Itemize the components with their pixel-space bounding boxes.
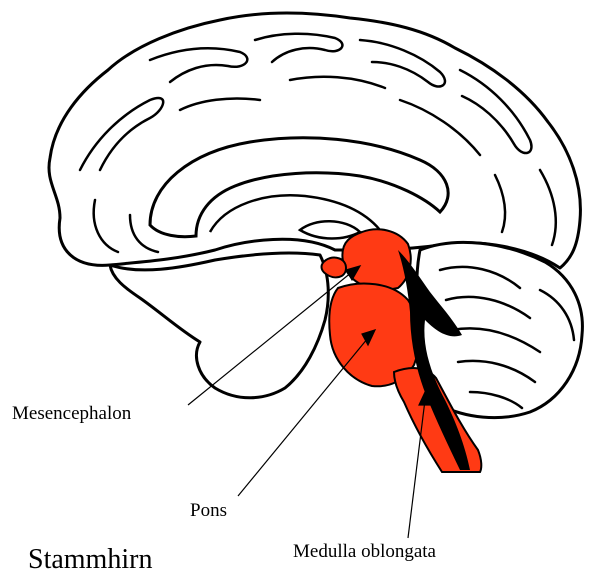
diagram-title: Stammhirn bbox=[28, 544, 152, 576]
pons-label: Pons bbox=[190, 500, 227, 522]
temporal-lobe bbox=[110, 253, 328, 398]
mesencephalon-label: Mesencephalon bbox=[12, 403, 131, 425]
small-nucleus bbox=[322, 258, 347, 278]
medulla-label: Medulla oblongata bbox=[293, 541, 436, 563]
midbrain-region bbox=[342, 229, 410, 289]
